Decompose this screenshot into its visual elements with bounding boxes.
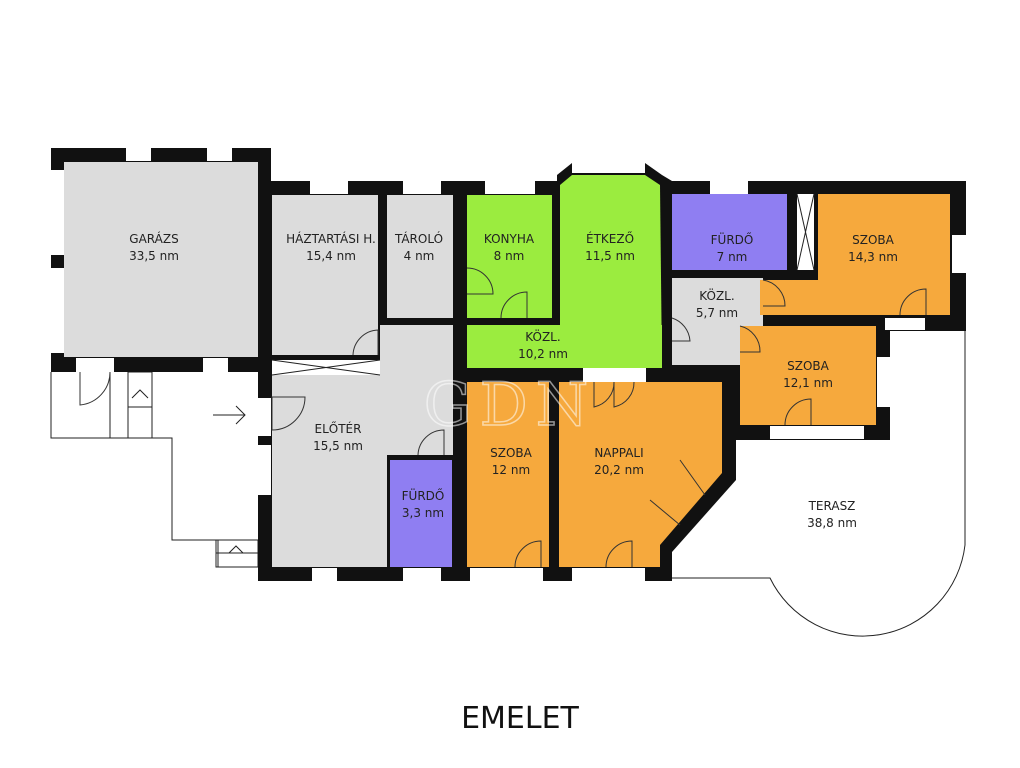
room-name-bathroom-1: FÜRDŐ [711,231,754,247]
floor-title: EMELET [461,701,579,736]
room-area-living-room: 20,2 nm [594,463,644,477]
room-area-dining: 11,5 nm [585,249,635,263]
door-swings [79,267,927,568]
room-name-living-room: NAPPALI [594,446,643,460]
watermark-logo: GDN [424,370,597,440]
room-name-bedroom-2: SZOBA [787,359,830,373]
room-area-garage: 33,5 nm [129,249,179,263]
room-area-hall: 15,5 nm [313,439,363,453]
windows [51,148,966,581]
room-area-corridor-2: 10,2 nm [518,347,568,361]
room-labels: GARÁZS 33,5 nm HÁZTARTÁSI H. 15,4 nm TÁR… [129,231,898,530]
room-area-bedroom-2: 12,1 nm [783,376,833,390]
entrance-outline [50,371,259,568]
room-area-kitchen: 8 nm [494,249,525,263]
room-name-dining: ÉTKEZŐ [586,231,634,246]
room-area-corridor-1: 5,7 nm [696,306,738,320]
room-name-storage: TÁROLÓ [394,231,443,246]
room-name-bedroom-3: SZOBA [490,446,533,460]
room-fills [64,162,950,567]
room-area-bathroom-1: 7 nm [717,250,748,264]
room-area-storage: 4 nm [404,249,435,263]
room-name-bathroom-2: FÜRDŐ [402,487,445,503]
room-name-bedroom-1: SZOBA [852,233,895,247]
room-name-corridor-2: KÖZL. [525,328,560,344]
room-name-hall: ELŐTÉR [315,421,362,436]
room-area-bathroom-2: 3,3 nm [402,506,444,520]
room-name-utility: HÁZTARTÁSI H. [286,231,376,246]
room-name-kitchen: KONYHA [484,232,535,246]
room-area-bedroom-1: 14,3 nm [848,250,898,264]
room-name-terrace: TERASZ [808,499,856,513]
room-area-utility: 15,4 nm [306,249,356,263]
room-name-garage: GARÁZS [129,231,178,246]
room-name-corridor-1: KÖZL. [699,287,734,303]
terrace-outline [668,329,966,637]
room-area-bedroom-3: 12 nm [492,463,530,477]
room-area-terrace: 38,8 nm [807,516,857,530]
